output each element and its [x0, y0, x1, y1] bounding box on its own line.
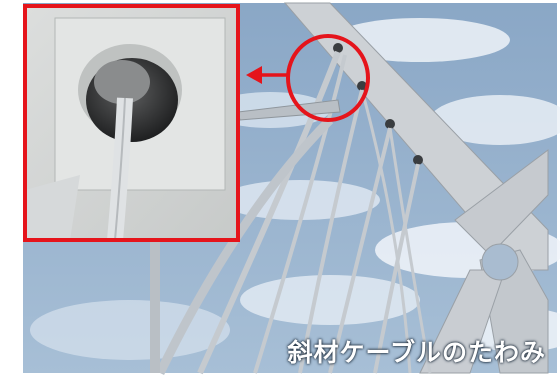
inset-frame [23, 4, 240, 242]
caption-text: 斜材ケーブルのたわみ [287, 338, 546, 367]
red-arrow-left-icon [246, 66, 287, 84]
highlight-ellipse [286, 34, 370, 122]
diagonal-cables [155, 50, 432, 375]
vertical-pole [150, 240, 160, 373]
anchor-bolts [333, 43, 423, 165]
steel-frame [283, 2, 549, 374]
inset-photo [25, 6, 238, 241]
